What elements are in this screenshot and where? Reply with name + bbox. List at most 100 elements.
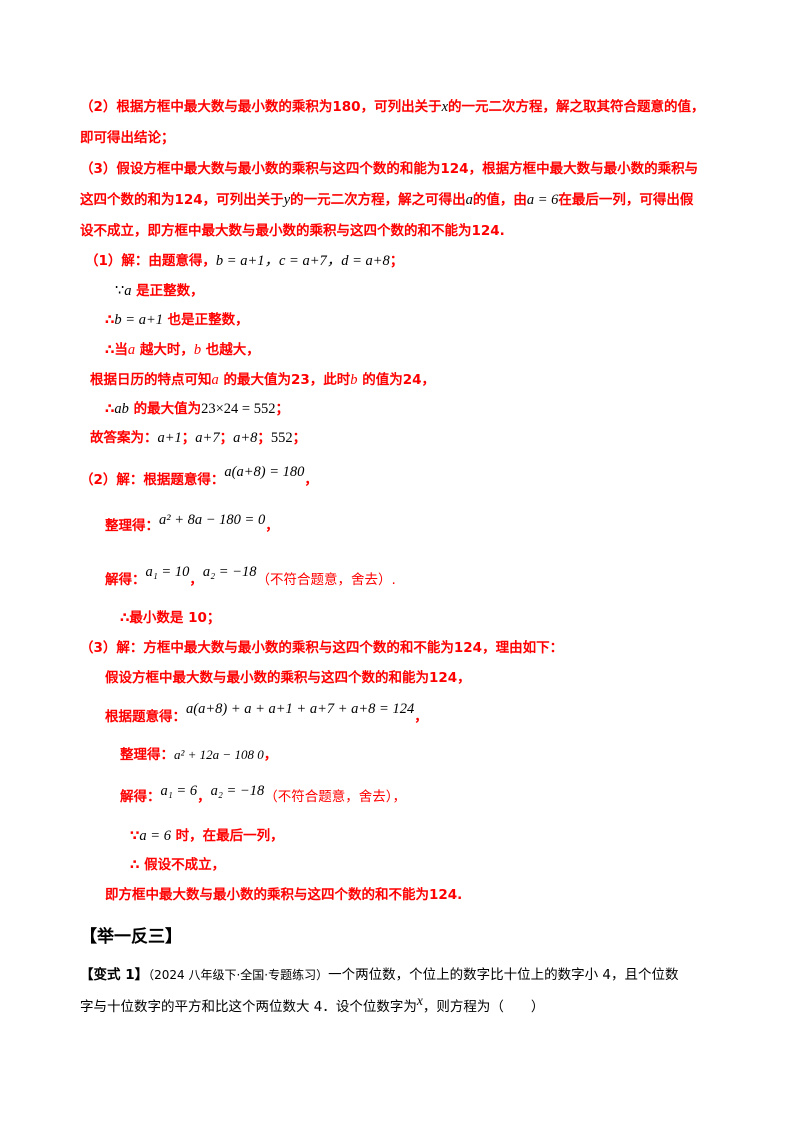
variant-line-2: 字与十位数字的平方和比这个两位数大 4．设个位数字为x，则方程为（ ） xyxy=(80,992,544,1022)
sol-text: ； xyxy=(292,430,307,446)
sol2-line-4: ∴最小数是 10； xyxy=(120,610,221,626)
hint-line-3: （3）假设方框中最大数与最小数的乘积与这四个数的和能为124，根据方框中最大数与… xyxy=(80,161,699,177)
math-expr: a₁ = 10 xyxy=(145,564,190,580)
math-expr: a₁ = 6 xyxy=(160,783,198,799)
sol-text: ， xyxy=(197,789,211,805)
sol2-line-1: （2）解：根据题意得：a(a+8) = 180， xyxy=(80,464,318,490)
math-var: x xyxy=(441,99,449,115)
math-expr: b = a+1，c = a+7，d = a+8 xyxy=(215,253,390,269)
sol-text: ， xyxy=(304,472,318,488)
sol3-line-8: 即方框中最大数与最小数的乘积与这四个数的和不能为124. xyxy=(105,887,463,903)
therefore-symbol: ∴ xyxy=(105,401,115,417)
sol3-line-2: 假设方框中最大数与最小数的乘积与这四个数的和能为124， xyxy=(105,670,471,686)
math-var: ab xyxy=(114,401,129,417)
variant-text: ，则方程为（ ） xyxy=(422,999,545,1015)
sol-text: ； xyxy=(181,430,196,446)
sol3-line-3: 根据题意得：a(a+8) + a + a+1 + a+7 + a+8 = 124… xyxy=(105,701,428,727)
math-expr: 552 xyxy=(270,430,293,446)
sol-text: ； xyxy=(389,253,404,269)
sol-text: 整理得： xyxy=(120,747,174,763)
hint-text: 的一元二次方程，解之可得出 xyxy=(290,192,466,208)
variant-line-1: 【变式 1】（2024 八年级下·全国·专题练习）一个两位数，个位上的数字比十位… xyxy=(80,960,678,990)
math-expr: a₂ = −18 xyxy=(210,783,265,799)
sol1-line-1: （1）解：由题意得，b = a+1，c = a+7，d = a+8； xyxy=(85,251,403,271)
sol-text: 时，在最后一列， xyxy=(170,828,284,844)
math-var: y xyxy=(283,192,291,208)
hint-text: （2）根据方框中最大数与最小数的乘积为180，可列出关于 xyxy=(80,99,442,115)
sol1-line-7: 故答案为：a+1；a+7；a+8；552； xyxy=(90,428,306,448)
hint-text: 的一元二次方程，解之取其符合题意的值， xyxy=(448,99,705,115)
sol-text: 的最大值为 xyxy=(128,401,202,417)
sol-text: ； xyxy=(219,430,234,446)
sol-text: 解得： xyxy=(105,572,146,588)
sol3-line-1: （3）解：方框中最大数与最小数的乘积与这四个数的和不能为124，理由如下： xyxy=(80,640,564,656)
because-symbol: ∵ xyxy=(130,828,140,844)
hint-line-1: （2）根据方框中最大数与最小数的乘积为180，可列出关于x的一元二次方程，解之取… xyxy=(80,97,705,117)
math-var: a xyxy=(211,372,219,388)
sol-text: 也越大， xyxy=(201,342,260,358)
sol1-line-6: ∴ab 的最大值为23×24 = 552； xyxy=(105,399,289,419)
math-var: a xyxy=(124,283,132,299)
sol-text: 的最大值为23，此时 xyxy=(218,372,351,388)
math-expr: a+1 xyxy=(157,430,182,446)
hint-text: 在最后一列，可得出假 xyxy=(558,192,694,208)
sol-text: ， xyxy=(189,572,203,588)
sol-text: 也是正整数， xyxy=(162,312,249,328)
hint-line-2: 即可得出结论； xyxy=(80,130,175,146)
therefore-symbol: ∴ xyxy=(105,312,115,328)
math-var: x xyxy=(416,993,423,1008)
math-expr: a = 6 xyxy=(526,192,559,208)
math-var: a xyxy=(127,342,136,358)
sol-text: ， xyxy=(414,709,428,725)
math-var: b xyxy=(193,342,202,358)
sol3-line-6: ∵a = 6 时，在最后一列， xyxy=(130,826,284,846)
sol1-line-2: ∵a 是正整数， xyxy=(115,281,204,301)
sol-text: 根据题意得： xyxy=(105,709,186,725)
sol2-line-3: 解得：a₁ = 10，a₂ = −18（不符合题意，舍去）. xyxy=(105,564,396,590)
sol-text: 根据日历的特点可知 xyxy=(90,372,212,388)
sol-text: 是正整数， xyxy=(131,283,204,299)
sol1-line-5: 根据日历的特点可知a 的最大值为23，此时b 的值为24， xyxy=(90,370,435,390)
math-expr: 23×24 = 552 xyxy=(201,401,276,417)
math-expr: a+7 xyxy=(195,430,220,446)
math-expr: a(a+8) + a + a+1 + a+7 + a+8 = 124 xyxy=(186,701,415,717)
sol1-line-4: ∴当a 越大时，b 也越大， xyxy=(105,340,260,360)
variant-text: 字与十位数字的平方和比这个两位数大 4．设个位数字为 xyxy=(80,999,417,1015)
sol-text: （1）解：由题意得， xyxy=(85,253,216,269)
variant-source: （2024 八年级下·全国·专题练习） xyxy=(148,968,329,982)
because-symbol: ∵ xyxy=(115,283,125,299)
hint-text: 的值，由 xyxy=(472,192,527,208)
sol-text: ， xyxy=(263,747,278,763)
sol2-line-2: 整理得：a² + 8a − 180 = 0， xyxy=(105,512,279,536)
sol-text: 解得： xyxy=(120,789,161,805)
sol3-line-4: 整理得：a² + 12a − 108 0， xyxy=(120,745,277,765)
hint-line-4: 这四个数的和为124，可列出关于y的一元二次方程，解之可得出a的值，由a = 6… xyxy=(80,190,693,210)
sol-text: ∴当 xyxy=(105,342,128,358)
sol-text: ， xyxy=(265,518,279,534)
math-expr: b = a+1 xyxy=(114,312,163,328)
sol-text: （不符合题意，舍去）. xyxy=(256,572,396,588)
sol-text: ； xyxy=(257,430,271,446)
sol-text: 的值为24， xyxy=(357,372,435,388)
math-expr: a+8 xyxy=(233,430,258,446)
hint-text: 这四个数的和为124，可列出关于 xyxy=(80,192,284,208)
math-var: b xyxy=(350,372,358,388)
variant-text: 一个两位数，个位上的数字比十位上的数字小 4，且个位数 xyxy=(328,967,679,983)
sol-text: 越大时， xyxy=(135,342,194,358)
hint-line-5: 设不成立，即方框中最大数与最小数的乘积与这四个数的和不能为124. xyxy=(80,223,505,239)
sol-text: 故答案为： xyxy=(90,430,158,446)
section-title: 【举一反三】 xyxy=(80,927,182,947)
math-var: a xyxy=(465,192,473,208)
variant-label: 【变式 1】 xyxy=(80,967,149,983)
math-expr: a(a+8) = 180 xyxy=(224,464,305,480)
sol3-line-5: 解得：a₁ = 6，a₂ = −18（不符合题意，舍去）， xyxy=(120,783,406,807)
sol-text: 整理得： xyxy=(105,518,159,534)
sol3-line-7: ∴ 假设不成立， xyxy=(130,857,226,873)
math-expr: a = 6 xyxy=(139,828,171,844)
math-expr: a₂ = −18 xyxy=(202,564,257,580)
math-expr: a² + 12a − 108 0 xyxy=(174,747,264,762)
sol1-line-3: ∴b = a+1 也是正整数， xyxy=(105,310,249,330)
math-expr: a² + 8a − 180 = 0 xyxy=(159,512,266,528)
sol-text: （2）解：根据题意得： xyxy=(80,472,225,488)
sol-text: （不符合题意，舍去）， xyxy=(264,789,406,805)
